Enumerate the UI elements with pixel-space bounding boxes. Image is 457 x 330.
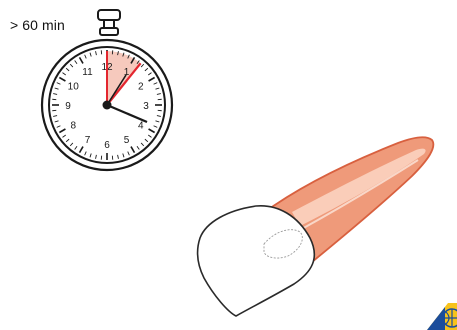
- minor-tick: [54, 120, 59, 123]
- minor-tick: [140, 142, 145, 147]
- logo-blue-wedge: [427, 307, 445, 330]
- minor-tick: [122, 52, 125, 57]
- major-tick: [78, 146, 84, 154]
- minor-tick: [147, 134, 152, 138]
- stopwatch-crown: [97, 9, 121, 21]
- minor-tick: [144, 138, 149, 143]
- tooth-root-highlight-2: [299, 159, 419, 231]
- major-tick: [58, 128, 66, 134]
- clock-numeral: 4: [138, 121, 144, 132]
- major-tick: [58, 76, 66, 82]
- minor-tick: [69, 63, 74, 68]
- clock-center: [102, 100, 112, 110]
- minor-tick: [127, 54, 130, 59]
- minor-tick: [122, 153, 125, 158]
- stopwatch-collar: [99, 27, 119, 36]
- minor-tick: [56, 82, 61, 85]
- logo-globe-meridians: [443, 309, 457, 327]
- major-tick: [148, 128, 156, 134]
- major-tick: [130, 146, 136, 154]
- minor-tick: [155, 120, 160, 123]
- minor-tick: [84, 151, 87, 156]
- minor-tick: [140, 63, 145, 68]
- minor-tick: [95, 154, 97, 159]
- time-label: > 60 min: [10, 17, 65, 33]
- minor-tick: [56, 125, 61, 128]
- clock-numeral: 9: [65, 101, 71, 112]
- tooth-pulp: [263, 229, 303, 259]
- minor-tick: [153, 82, 158, 85]
- minor-tick: [74, 145, 78, 150]
- minor-tick: [62, 72, 67, 76]
- minor-tick: [117, 154, 119, 159]
- major-tick: [78, 56, 84, 64]
- minor-tick: [153, 125, 158, 128]
- minor-tick: [136, 145, 140, 150]
- minor-tick: [147, 72, 152, 76]
- tooth-root-highlight: [292, 148, 426, 226]
- clock-numeral: 1: [124, 67, 130, 78]
- minor-tick: [84, 54, 87, 59]
- minor-tick: [69, 142, 74, 147]
- minor-tick: [89, 52, 92, 57]
- clock-numeral: 8: [70, 121, 76, 132]
- hour-hand: [106, 103, 148, 124]
- clock-numeral: 5: [124, 135, 130, 146]
- minor-tick: [117, 51, 119, 56]
- minor-tick: [54, 87, 59, 90]
- minor-tick: [156, 115, 161, 117]
- minute-hand: [106, 74, 127, 106]
- minor-tick: [74, 60, 78, 65]
- red-hand: [106, 62, 142, 106]
- tooth-crown: [196, 205, 316, 317]
- minor-tick: [127, 151, 130, 156]
- minor-tick: [89, 153, 92, 158]
- tooth-icon: [196, 136, 435, 317]
- minor-tick: [62, 134, 67, 138]
- minor-tick: [53, 93, 58, 95]
- clock-numeral: 2: [138, 82, 144, 93]
- minor-tick: [155, 87, 160, 90]
- globe-logo-icon: [427, 303, 457, 330]
- clock-numeral: 3: [143, 101, 149, 112]
- minor-tick: [65, 67, 70, 72]
- clock-numeral: 10: [68, 82, 80, 93]
- minor-tick: [144, 67, 149, 72]
- minor-tick: [53, 115, 58, 117]
- minor-tick: [65, 138, 70, 143]
- minor-tick: [95, 51, 97, 56]
- clock-numeral: 6: [104, 140, 110, 151]
- clock-numeral: 11: [82, 67, 93, 78]
- major-tick: [148, 76, 156, 82]
- clock-numeral: 7: [85, 135, 91, 146]
- stopwatch-icon: 121234567891011: [40, 9, 174, 172]
- minor-tick: [156, 93, 161, 95]
- major-tick: [130, 56, 136, 64]
- minor-tick: [136, 60, 140, 65]
